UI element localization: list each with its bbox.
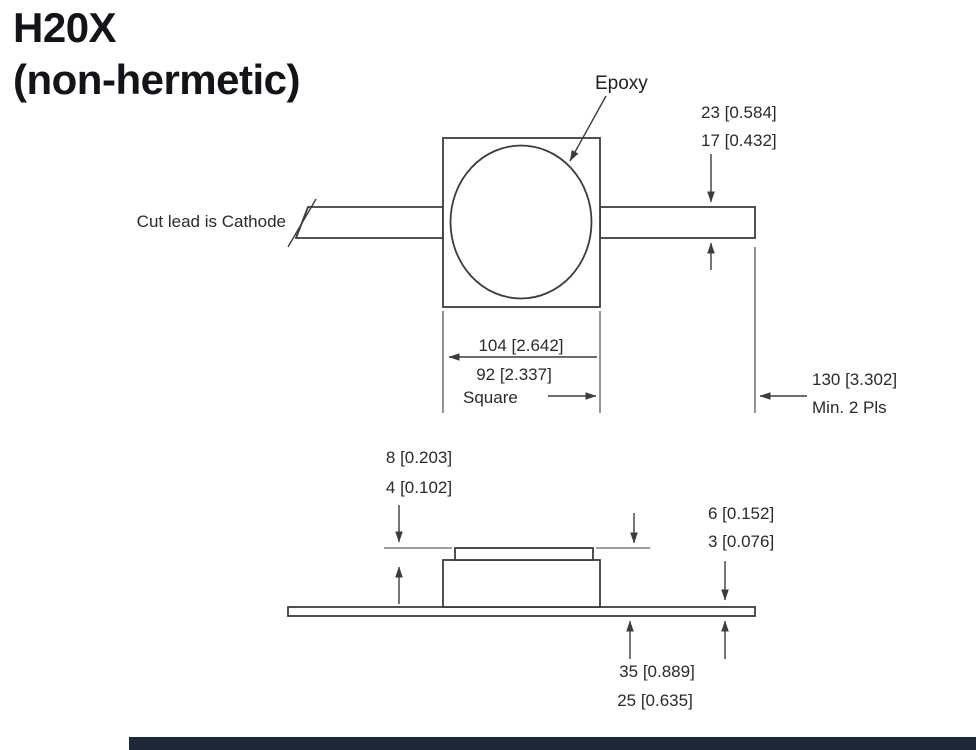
- left-lead: [294, 206, 444, 239]
- dim-height-min: 25 [0.635]: [617, 691, 693, 710]
- dim-base-max: 6 [0.152]: [708, 504, 774, 523]
- dim-lead-thickness-max: 23 [0.584]: [701, 103, 777, 122]
- epoxy-label: Epoxy: [595, 73, 648, 94]
- dim-cap-max: 8 [0.203]: [386, 448, 452, 467]
- dim-lead-length-note: Min. 2 Pls: [812, 398, 887, 417]
- dim-body-max: 104 [2.642]: [478, 336, 563, 355]
- epoxy-arrow: [569, 95, 607, 162]
- side-body: [442, 559, 601, 608]
- base-plate: [287, 606, 756, 617]
- dim-height-max: 35 [0.889]: [619, 662, 695, 681]
- cut-edge-line: [287, 198, 317, 248]
- dim-base-min: 3 [0.076]: [708, 532, 774, 551]
- title-line1: H20X: [13, 4, 117, 51]
- dim-cap-min: 4 [0.102]: [386, 478, 452, 497]
- dim-body-min: 92 [2.337]: [476, 365, 552, 384]
- dim-lead-length: 130 [3.302]: [812, 370, 897, 389]
- right-lead: [599, 206, 756, 239]
- bottom-bar: [129, 737, 976, 750]
- dim-body-note: Square: [463, 388, 518, 407]
- page-title: H20X (non-hermetic): [13, 2, 301, 106]
- top-cap: [454, 547, 594, 561]
- epoxy-lens-circle: [449, 144, 593, 300]
- title-line2: (non-hermetic): [13, 56, 301, 104]
- cathode-label: Cut lead is Cathode: [137, 212, 286, 231]
- dim-lead-thickness-min: 17 [0.432]: [701, 131, 777, 150]
